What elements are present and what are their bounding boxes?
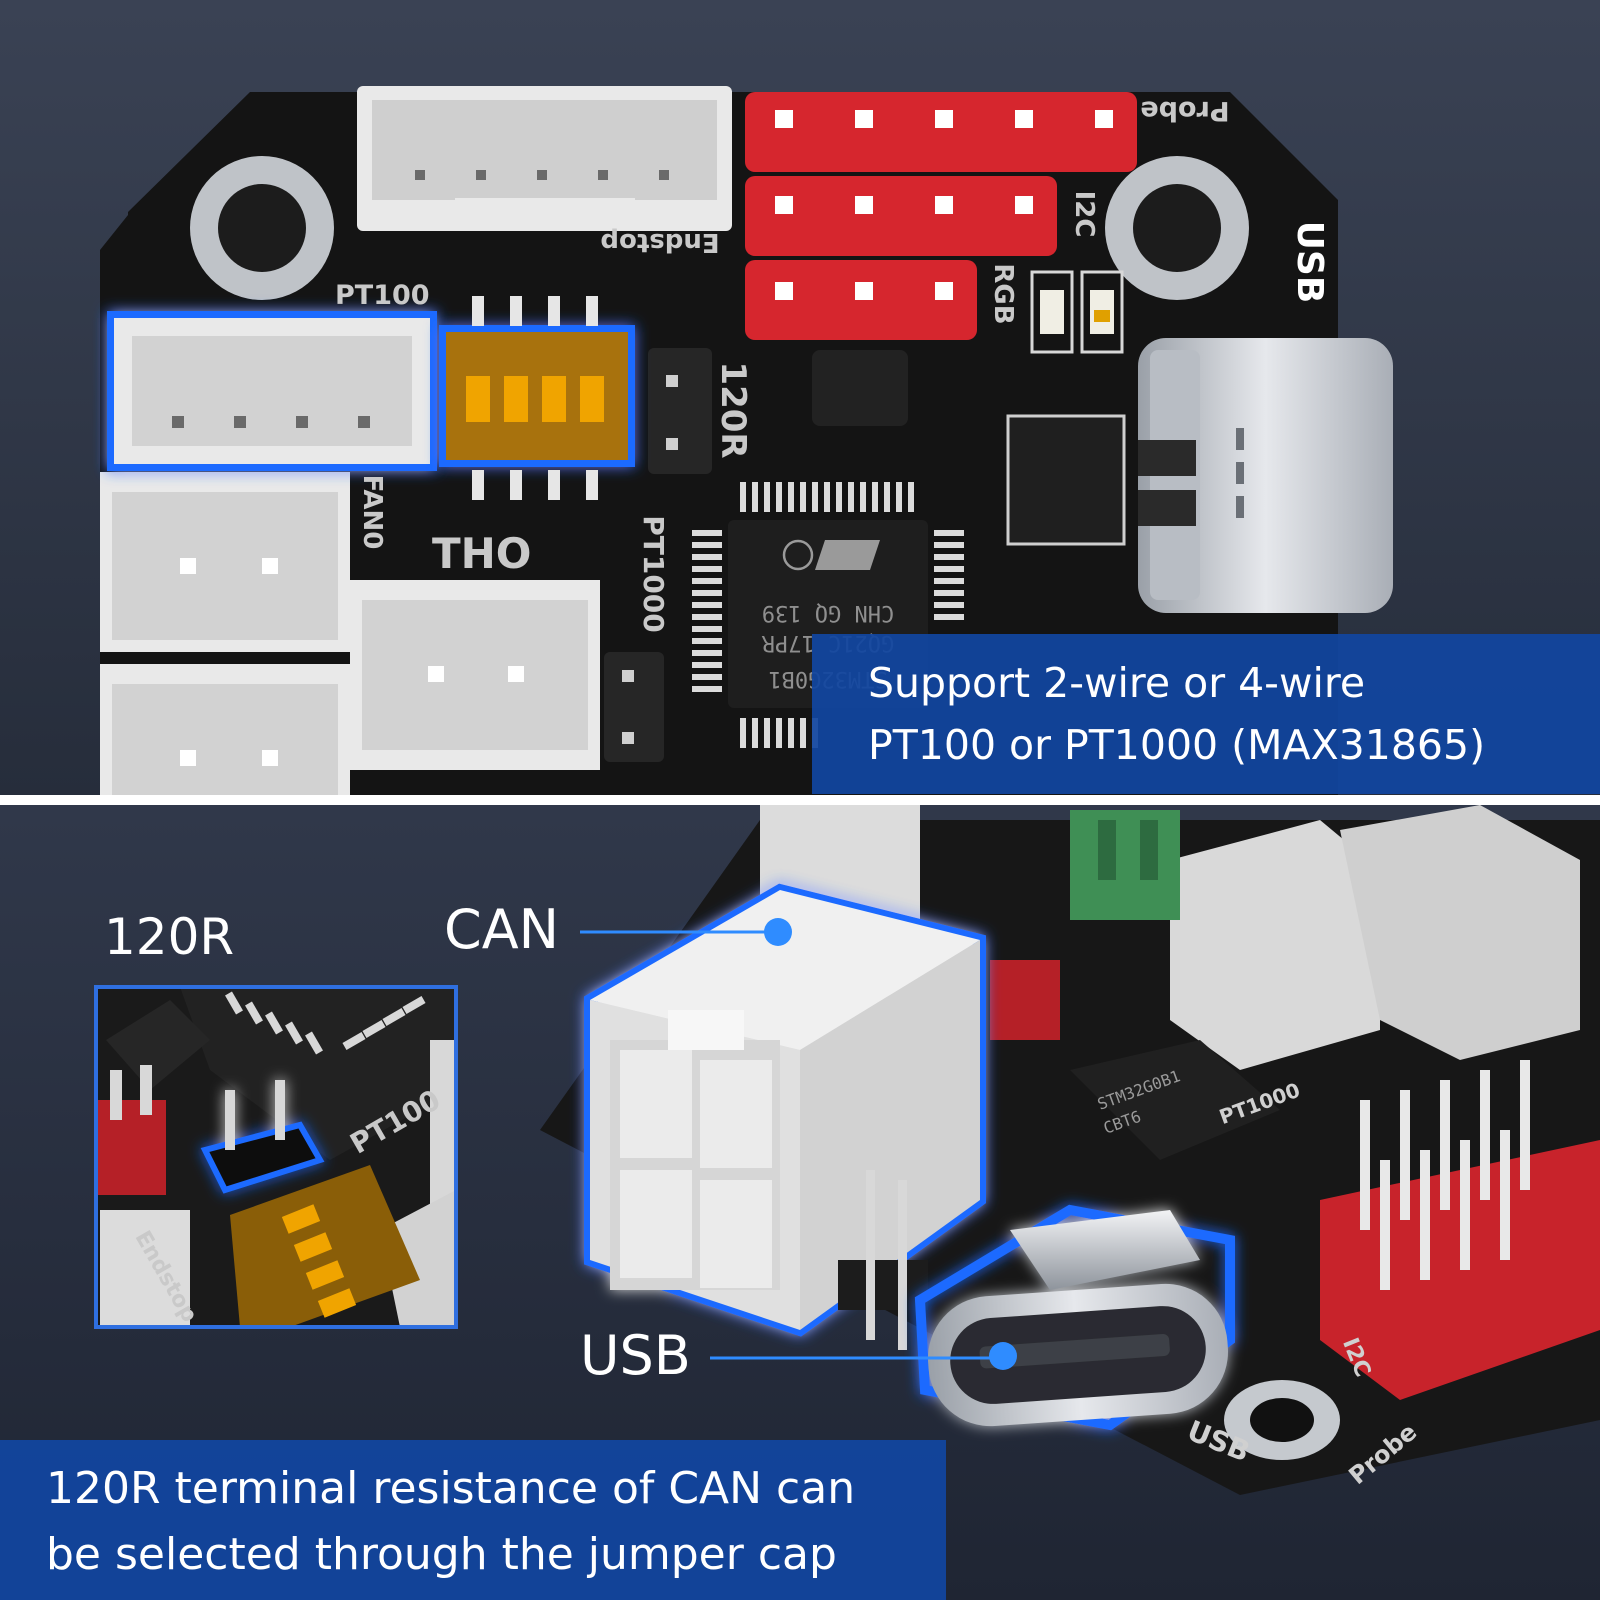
top-caption-box: Support 2-wire or 4-wire PT100 or PT1000… (812, 634, 1600, 794)
dip-switch-pins (472, 296, 598, 500)
callout-usb (710, 1342, 1017, 1370)
usb-c-port-bottom (914, 1204, 1235, 1431)
callout-can-label: CAN (444, 898, 560, 961)
mcu-chip-marking-1: CHN GQ 139 (762, 600, 894, 625)
silk-rgb: RGB (988, 263, 1018, 324)
silk-tho: THO (432, 529, 532, 578)
callout-usb-label: USB (580, 1324, 691, 1387)
pin-header-rgb (745, 260, 977, 340)
status-leds (1030, 270, 1124, 354)
silk-120r: 120R (713, 361, 753, 458)
inset-120r-image: PT100 Endstop (94, 985, 458, 1329)
red-post (990, 960, 1060, 1040)
panel-divider (0, 795, 1600, 805)
bottom-caption-line-2: be selected through the jumper cap (46, 1529, 837, 1580)
silk-i2c: I2C (1069, 191, 1099, 238)
callout-can (580, 918, 792, 946)
mounting-hole-bottom (1224, 1380, 1340, 1460)
silk-probe: Probe (1140, 95, 1229, 126)
mounting-hole-left (190, 156, 334, 300)
tho-connector (350, 580, 600, 770)
top-caption-line-2: PT100 or PT1000 (MAX31865) (868, 721, 1486, 769)
endstop-connector (357, 86, 732, 231)
mounting-hole-right (1105, 156, 1249, 300)
pin-header-probe (745, 92, 1137, 172)
can-connector (584, 883, 986, 1337)
fan0-connector (100, 472, 350, 652)
dip-switch-top (439, 325, 635, 467)
pt100-connector (107, 311, 437, 471)
silk-usb: USB (1289, 221, 1330, 304)
bottom-caption-box: 120R terminal resistance of CAN can be s… (0, 1440, 946, 1600)
bottom-caption-line-1: 120R terminal resistance of CAN can (46, 1463, 856, 1514)
silk-fan0: FAN0 (357, 475, 387, 550)
top-caption-line-1: Support 2-wire or 4-wire (868, 659, 1366, 707)
crystal (812, 350, 908, 426)
silk-pt1000: PT1000 (637, 515, 670, 633)
fan1-connector (100, 664, 350, 800)
regulator-chip (1006, 414, 1126, 546)
silk-endstop: Endstop (600, 227, 719, 257)
jumper-120r-top (648, 348, 712, 474)
pin-header-bottom (1320, 1060, 1600, 1400)
jumper-120r-bottom (838, 1170, 928, 1350)
jumper-pt1000 (604, 652, 664, 762)
silk-pt100: PT100 (335, 280, 430, 311)
usb-c-port-top (1138, 338, 1393, 613)
pin-header-i2c (745, 176, 1057, 256)
inset-title: 120R (104, 908, 235, 966)
